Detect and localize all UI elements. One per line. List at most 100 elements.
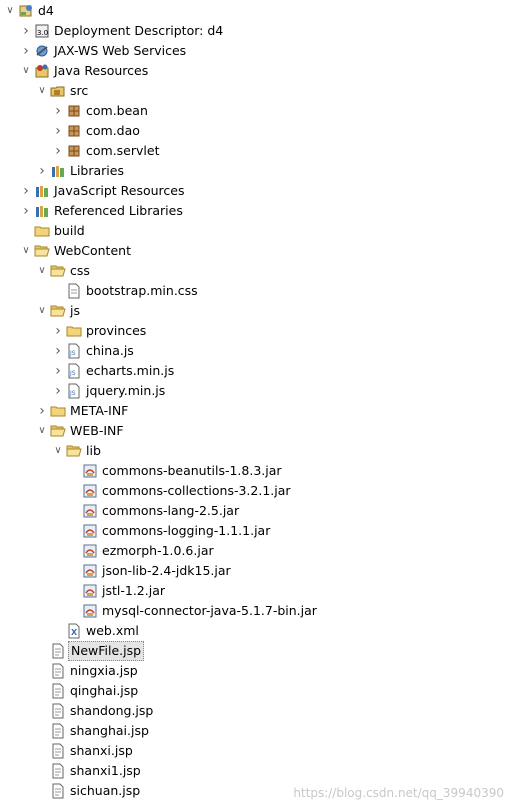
descriptor-icon: 3.0 (34, 23, 50, 39)
expanded-chevron-icon[interactable]: ∨ (38, 85, 46, 96)
tree-item-label: css (70, 263, 90, 278)
tree-item-label: ezmorph-1.0.6.jar (102, 543, 214, 558)
jsp-icon (50, 683, 66, 699)
tree-row-bootstrap-min-css[interactable]: bootstrap.min.css (0, 281, 514, 301)
tree-item-label: com.bean (86, 103, 148, 118)
tree-item-label: mysql-connector-java-5.1.7-bin.jar (102, 603, 317, 618)
jsp-icon (50, 703, 66, 719)
tree-row-provinces[interactable]: ›provinces (0, 321, 514, 341)
tree-item-label: web.xml (86, 623, 139, 638)
watermark: https://blog.csdn.net/qq_39940390 (293, 786, 504, 800)
collapsed-chevron-icon[interactable]: › (55, 363, 61, 379)
folder-open-icon (50, 263, 66, 279)
folder-open-icon (66, 443, 82, 459)
library-icon (34, 183, 50, 199)
tree-row-sichuan-jsp[interactable]: sichuan.jsp (0, 781, 514, 801)
tree-row-ningxia-jsp[interactable]: ningxia.jsp (0, 661, 514, 681)
expanded-chevron-icon[interactable]: ∨ (54, 445, 62, 456)
webservices-icon (34, 43, 50, 59)
package-icon (66, 143, 82, 159)
tree-item-label: jquery.min.js (86, 383, 166, 398)
tree-item-label: shanghai.jsp (70, 723, 149, 738)
collapsed-chevron-icon[interactable]: › (23, 23, 29, 39)
folder-open-icon (50, 423, 66, 439)
jsp-icon (50, 743, 66, 759)
library-icon (34, 203, 50, 219)
tree-row-com-dao[interactable]: ›com.dao (0, 121, 514, 141)
expanded-chevron-icon[interactable]: ∨ (38, 265, 46, 276)
expanded-chevron-icon[interactable]: ∨ (38, 305, 46, 316)
folder-icon (66, 323, 82, 339)
tree-row-build[interactable]: build (0, 221, 514, 241)
tree-item-label: shanxi.jsp (70, 743, 133, 758)
tree-row-d4[interactable]: ∨d4 (0, 1, 514, 21)
collapsed-chevron-icon[interactable]: › (55, 343, 61, 359)
expanded-chevron-icon[interactable]: ∨ (6, 5, 14, 16)
tree-row-shanxi-jsp[interactable]: shanxi.jsp (0, 741, 514, 761)
jar-icon (82, 583, 98, 599)
tree-row-shanghai-jsp[interactable]: shanghai.jsp (0, 721, 514, 741)
jar-icon (82, 463, 98, 479)
tree-row-commons-lang-2-5-jar[interactable]: commons-lang-2.5.jar (0, 501, 514, 521)
tree-row-jstl-1-2-jar[interactable]: jstl-1.2.jar (0, 581, 514, 601)
tree-item-label: sichuan.jsp (70, 783, 141, 798)
tree-row-jax-ws-web-services[interactable]: ›JAX-WS Web Services (0, 41, 514, 61)
folder-open-icon (50, 303, 66, 319)
xml-icon: X (66, 623, 82, 639)
tree-row-china-js[interactable]: › JS china.js (0, 341, 514, 361)
tree-item-label: china.js (86, 343, 134, 358)
tree-row-newfile-jsp[interactable]: NewFile.jsp (0, 641, 514, 661)
tree-row-json-lib-2-4-jdk15-jar[interactable]: json-lib-2.4-jdk15.jar (0, 561, 514, 581)
tree-item-label: Java Resources (54, 63, 149, 78)
collapsed-chevron-icon[interactable]: › (39, 163, 45, 179)
tree-row-jquery-min-js[interactable]: › JS jquery.min.js (0, 381, 514, 401)
jar-icon (82, 503, 98, 519)
expanded-chevron-icon[interactable]: ∨ (38, 425, 46, 436)
tree-item-label: JavaScript Resources (54, 183, 185, 198)
collapsed-chevron-icon[interactable]: › (23, 43, 29, 59)
tree-row-commons-collections-3-2-1-jar[interactable]: commons-collections-3.2.1.jar (0, 481, 514, 501)
js-file-icon: JS (66, 343, 82, 359)
collapsed-chevron-icon[interactable]: › (23, 203, 29, 219)
tree-row-css[interactable]: ∨ css (0, 261, 514, 281)
tree-row-libraries[interactable]: ›Libraries (0, 161, 514, 181)
tree-row-web-inf[interactable]: ∨WEB-INF (0, 421, 514, 441)
tree-row-java-resources[interactable]: ∨ Java Resources (0, 61, 514, 81)
tree-row-ezmorph-1-0-6-jar[interactable]: ezmorph-1.0.6.jar (0, 541, 514, 561)
svg-text:JS: JS (69, 390, 76, 397)
expanded-chevron-icon[interactable]: ∨ (22, 65, 30, 76)
package-icon (66, 103, 82, 119)
tree-row-referenced-libraries[interactable]: ›Referenced Libraries (0, 201, 514, 221)
tree-row-meta-inf[interactable]: ›META-INF (0, 401, 514, 421)
tree-row-shandong-jsp[interactable]: shandong.jsp (0, 701, 514, 721)
tree-row-mysql-connector-java-5-1-7-bin-jar[interactable]: mysql-connector-java-5.1.7-bin.jar (0, 601, 514, 621)
project-icon (18, 3, 34, 19)
collapsed-chevron-icon[interactable]: › (55, 383, 61, 399)
folder-open-icon (34, 243, 50, 259)
collapsed-chevron-icon[interactable]: › (55, 103, 61, 119)
tree-row-javascript-resources[interactable]: › JavaScript Resources (0, 181, 514, 201)
svg-text:JS: JS (69, 350, 76, 357)
java-resources-icon (34, 63, 50, 79)
collapsed-chevron-icon[interactable]: › (55, 323, 61, 339)
collapsed-chevron-icon[interactable]: › (39, 403, 45, 419)
jar-icon (82, 603, 98, 619)
tree-row-lib[interactable]: ∨lib (0, 441, 514, 461)
tree-row-shanxi1-jsp[interactable]: shanxi1.jsp (0, 761, 514, 781)
collapsed-chevron-icon[interactable]: › (55, 143, 61, 159)
folder-icon (50, 403, 66, 419)
collapsed-chevron-icon[interactable]: › (55, 123, 61, 139)
tree-row-webcontent[interactable]: ∨WebContent (0, 241, 514, 261)
tree-row-commons-logging-1-1-1-jar[interactable]: commons-logging-1.1.1.jar (0, 521, 514, 541)
tree-row-src[interactable]: ∨src (0, 81, 514, 101)
collapsed-chevron-icon[interactable]: › (23, 183, 29, 199)
expanded-chevron-icon[interactable]: ∨ (22, 245, 30, 256)
tree-row-com-servlet[interactable]: ›com.servlet (0, 141, 514, 161)
tree-row-com-bean[interactable]: › com.bean (0, 101, 514, 121)
tree-row-commons-beanutils-1-8-3-jar[interactable]: commons-beanutils-1.8.3.jar (0, 461, 514, 481)
tree-row-js[interactable]: ∨js (0, 301, 514, 321)
tree-row-qinghai-jsp[interactable]: qinghai.jsp (0, 681, 514, 701)
